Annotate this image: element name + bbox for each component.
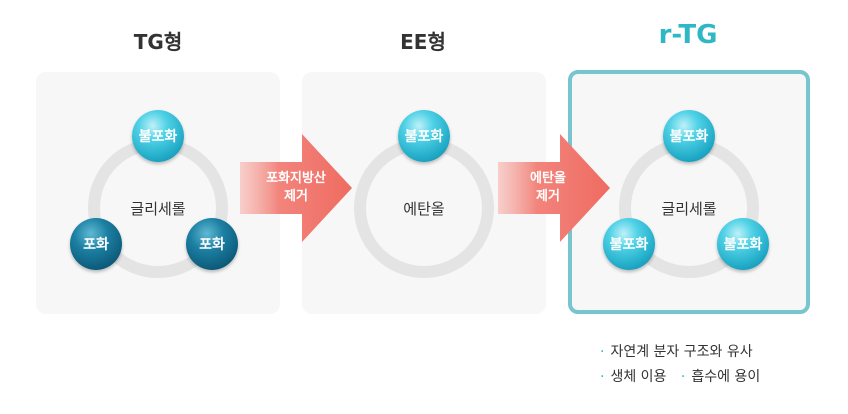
note-absorption: 흡수에 용이 [691,369,761,385]
arrow-1-label-line2: 제거 [284,189,308,204]
rtg-center-label: 글리세롤 [661,200,717,218]
bullet-icon: · [680,369,686,385]
note-line-2: · 생체 이용 · 흡수에 용이 [600,365,760,390]
tg-center-label: 글리세롤 [130,200,186,218]
arrow-2-label-line2: 제거 [536,189,560,204]
ee-center-label: 에탄올 [403,200,445,218]
note-natural-structure: 자연계 분자 구조와 유사 [610,344,753,360]
ee-unsaturated-ball: 불포화 [398,110,450,162]
benefit-notes: · 자연계 분자 구조와 유사 · 생체 이용 · 흡수에 용이 [600,340,760,390]
tg-panel: 글리세롤 불포화 포화 포화 [36,72,280,314]
rtg-panel: 글리세롤 불포화 불포화 불포화 [568,70,810,314]
rtg-type-title: r-TG [658,20,718,50]
bullet-icon: · [600,369,605,385]
tg-saturated-ball-right: 포화 [186,218,238,270]
bullet-icon: · [600,344,605,360]
tg-unsaturated-ball: 불포화 [132,110,184,162]
tg-type-title: TG형 [133,30,183,54]
arrow-right-icon [498,134,610,242]
rtg-unsaturated-ball-top: 불포화 [663,110,715,162]
arrow-right-icon [240,134,352,242]
arrow-2-label-line1: 에탄올 [530,171,566,186]
ee-panel: 에탄올 불포화 [302,72,546,314]
note-bioavailability: 생체 이용 [610,369,667,385]
note-line-1: · 자연계 분자 구조와 유사 [600,340,760,365]
arrow-1-label-line1: 포화지방산 [266,171,326,186]
tg-saturated-ball-left: 포화 [70,218,122,270]
arrow-2-label: 에탄올 제거 [498,170,598,206]
ee-type-title: EE형 [400,30,446,54]
rtg-unsaturated-ball-right: 불포화 [717,218,769,270]
rtg-unsaturated-ball-left: 불포화 [603,218,655,270]
arrow-1-label: 포화지방산 제거 [246,170,346,206]
